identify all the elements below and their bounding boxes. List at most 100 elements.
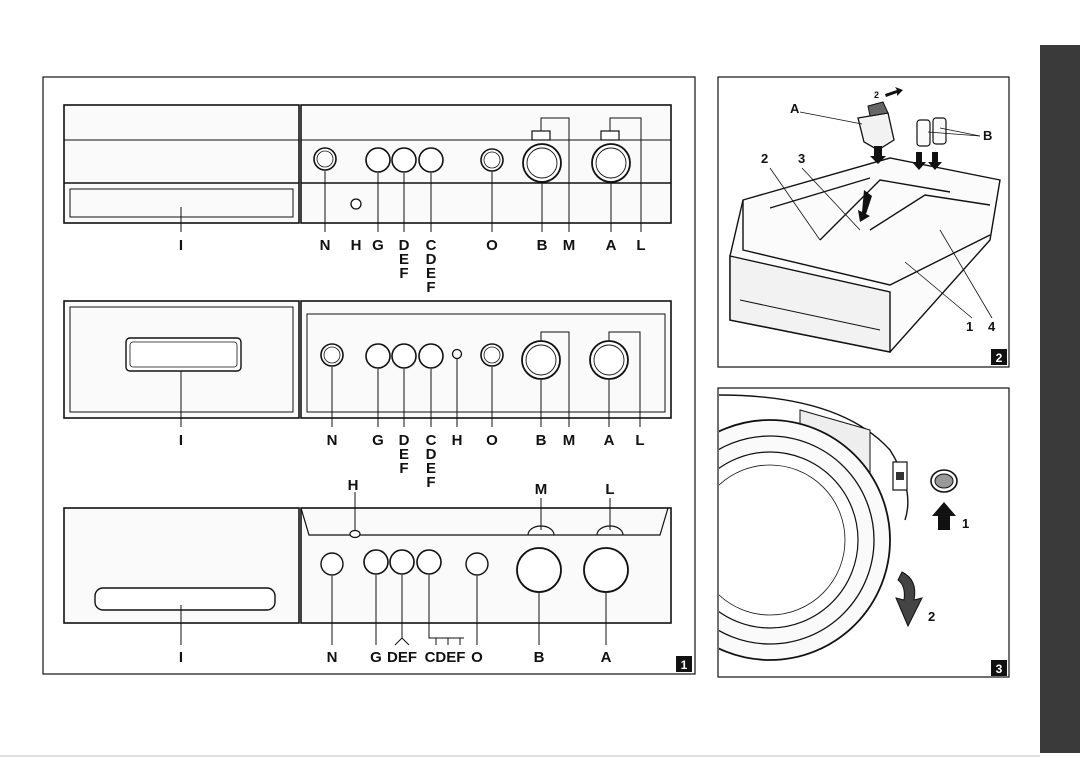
figure-2-frame [717, 76, 1010, 368]
label-g: G [370, 649, 382, 666]
lamp-h [350, 198, 362, 210]
button-cdef [418, 147, 444, 173]
drawer-handle-inner [129, 341, 238, 368]
button-def [391, 147, 417, 173]
label-3: 3 [798, 151, 805, 166]
lamp-h [349, 529, 361, 539]
indicator-m [531, 130, 551, 141]
door-glass [719, 451, 859, 629]
knob-n [320, 552, 344, 576]
siphon-cap [867, 101, 889, 117]
label-f: F [399, 460, 408, 477]
label-e: E [399, 446, 409, 463]
door-release-center [934, 473, 954, 489]
label-c: C [426, 237, 437, 254]
label-b: B [537, 237, 548, 254]
dial-b-inner [526, 147, 558, 179]
figure-1: I N H G D E F C D E F O B M A L [42, 76, 696, 675]
figure-2-badge [991, 349, 1007, 365]
knob-o-inner [483, 151, 501, 169]
figure-3-badge-label: 3 [996, 662, 1003, 676]
fascia-inner [306, 313, 666, 413]
knob-n-inner [316, 150, 334, 168]
control-panel-1: I N H G D E F C D E F O B M A L [63, 104, 672, 296]
button-def [389, 549, 415, 575]
door-glass-inner [719, 464, 846, 616]
drum-rim [719, 394, 909, 521]
figure-2-badge-label: 2 [996, 351, 1003, 365]
label-c: C [426, 432, 437, 449]
button-cdef [418, 343, 444, 369]
button-cdef [416, 549, 442, 575]
control-panel-2: I N G D E F C D E F H O B M A L [63, 300, 672, 491]
door-ring [719, 435, 875, 645]
label-2: 2 [928, 609, 935, 624]
label-i: I [179, 432, 183, 449]
control-panel-3: H M L I N G DEF CDEF O B A [63, 477, 672, 666]
button-g [363, 549, 389, 575]
label-h: H [452, 432, 463, 449]
label-a: A [606, 237, 617, 254]
label-d: D [426, 251, 437, 268]
label-f: F [399, 265, 408, 282]
fascia-bevel [300, 507, 669, 536]
label-l: L [635, 432, 644, 449]
figure-2: A 2 B 2 3 1 4 2 [717, 76, 1010, 368]
label-d: D [399, 237, 410, 254]
button-def [391, 343, 417, 369]
dial-a-inner [595, 147, 627, 179]
panel-3-leaders [180, 492, 611, 646]
panel-1-leaders [180, 117, 642, 232]
knob-o [465, 552, 489, 576]
knob-n-inner [323, 346, 341, 364]
label-l: L [636, 237, 645, 254]
detergent-drawer-1 [63, 104, 300, 224]
label-o: O [471, 649, 483, 666]
dial-a-inner [593, 344, 625, 376]
label-a: A [790, 101, 800, 116]
dial-b [521, 340, 561, 380]
label-step: 2 [874, 90, 879, 100]
figure-1-badge-label: 1 [681, 658, 688, 672]
dial-a [583, 547, 629, 593]
label-def: DEF [387, 649, 417, 666]
label-d: D [399, 432, 410, 449]
label-l: L [605, 481, 614, 498]
door-illustration [719, 394, 909, 661]
dial-b [522, 143, 562, 183]
label-4: 4 [988, 319, 996, 334]
label-m: M [535, 481, 548, 498]
drawer-handle-2 [125, 337, 242, 372]
label-m: M [563, 432, 576, 449]
label-o: O [486, 237, 498, 254]
latch-slot [896, 472, 904, 480]
label-g: G [372, 237, 384, 254]
figure-3: 1 2 3 [717, 387, 1010, 678]
figure-2-leaders [769, 111, 993, 319]
label-b: B [983, 128, 992, 143]
label-h: H [348, 477, 359, 494]
figure-3-badge [991, 660, 1007, 676]
figure-1-badge [676, 656, 692, 672]
label-n: N [327, 649, 338, 666]
drawer-handle-3 [94, 587, 276, 611]
figure-3-frame [717, 387, 1010, 678]
siphon-part-a [857, 112, 895, 151]
label-b: B [536, 432, 547, 449]
label-n: N [320, 237, 331, 254]
label-cdef: CDEF [425, 649, 466, 666]
insert-b-left [916, 119, 931, 147]
dial-a [591, 143, 631, 183]
label-f: F [426, 279, 435, 296]
label-e: E [426, 460, 436, 477]
label-i: I [179, 649, 183, 666]
open-arrow [895, 571, 923, 628]
insert-b-right [932, 117, 947, 145]
button-g [365, 147, 391, 173]
figure-1-frame [42, 76, 696, 675]
page-edge [1040, 45, 1080, 753]
label-2: 2 [761, 151, 768, 166]
detergent-drawer-illustration [729, 157, 1001, 353]
label-h: H [351, 237, 362, 254]
